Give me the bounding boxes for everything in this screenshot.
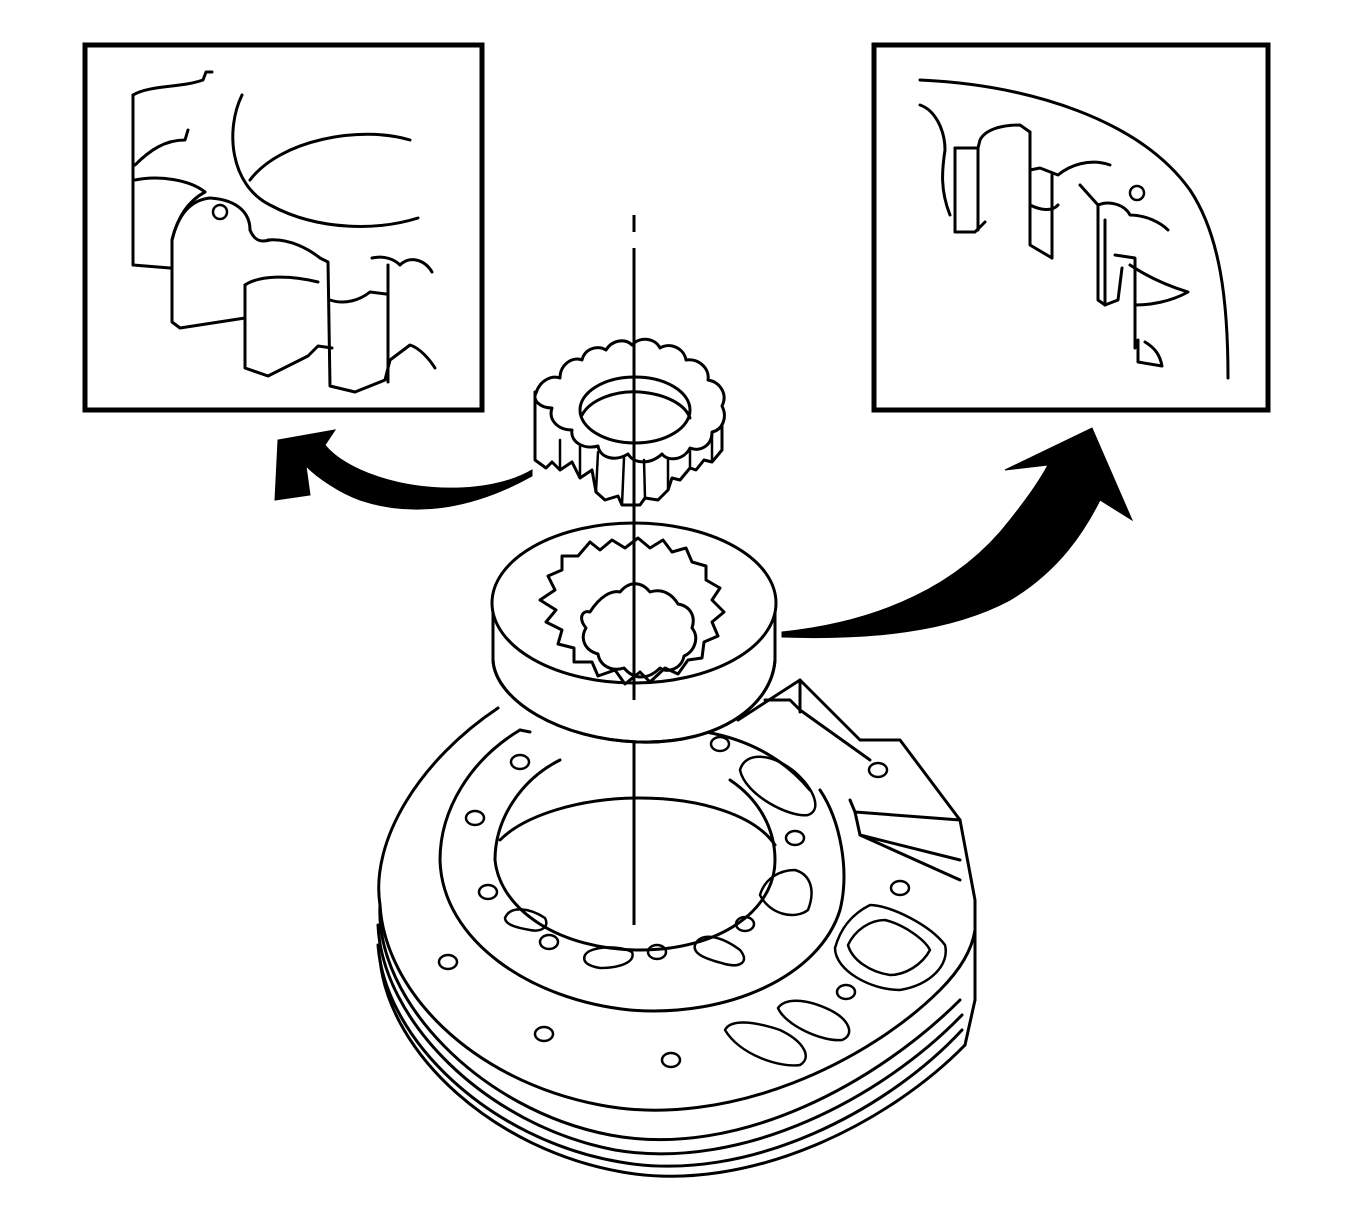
drive-gear-detail-inset [82,42,485,413]
driven-gear-detail-inset [871,42,1271,413]
pump-drive-gear [533,337,726,507]
pump-body [376,678,977,1178]
pump-body-holes [437,735,911,1069]
pump-body-slots [503,755,948,1067]
arrow-to-driven-gear-detail [781,427,1134,639]
arrow-to-drive-gear-detail [274,429,533,510]
